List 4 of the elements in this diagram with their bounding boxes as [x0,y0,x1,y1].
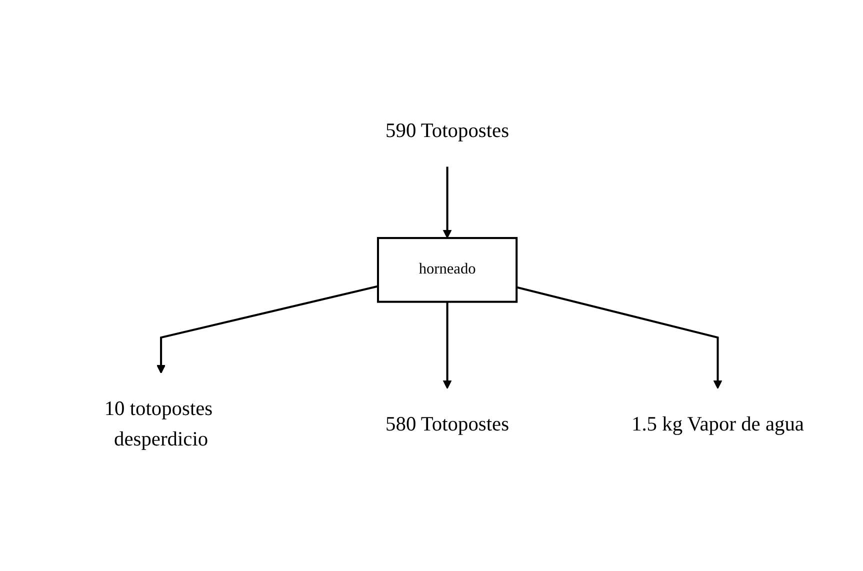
stream-label: 1.5 kg Vapor de agua [632,412,804,438]
stream-label: 10 totopostes desperdicio [103,397,214,454]
process-label: horneado [418,260,476,280]
stream-label: 580 Totopostes [386,412,510,438]
